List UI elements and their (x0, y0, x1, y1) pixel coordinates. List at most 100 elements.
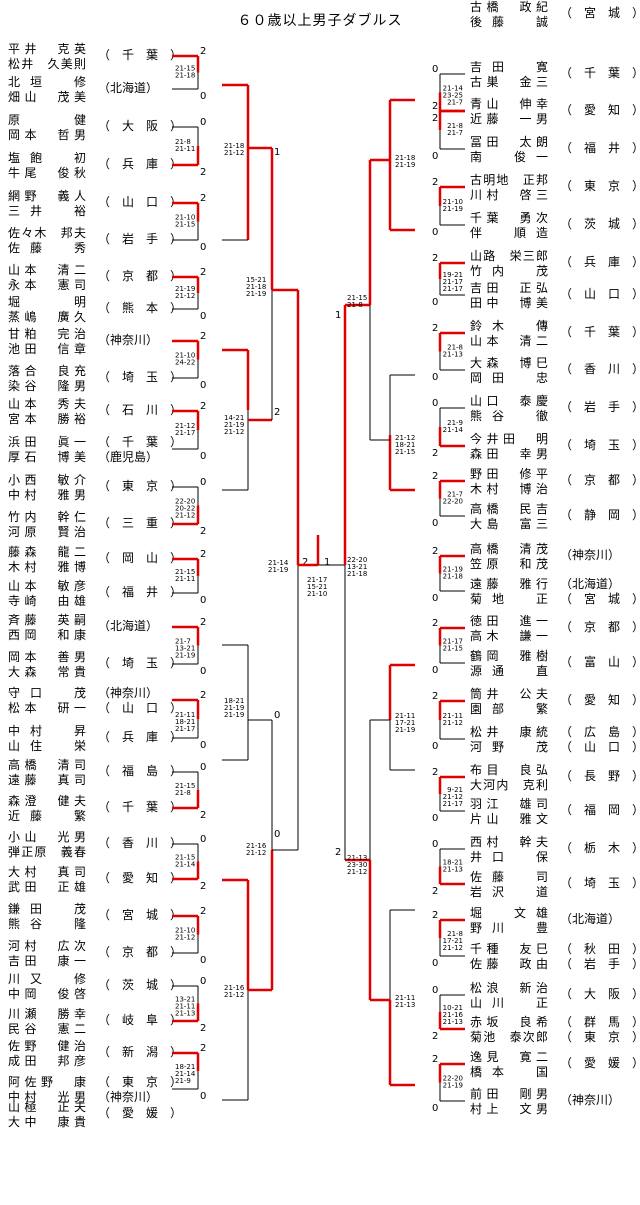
left-pair-entry: 佐々木 邦夫佐藤 秀（ 岩 手 ） (8, 226, 182, 256)
player-name: 南 俊一 (470, 150, 548, 164)
player-name: 網野 義人 (8, 189, 86, 203)
prefecture-label: （ 福 島 ） (98, 764, 183, 778)
player-name: 熊谷 徹 (470, 409, 548, 423)
player-name: 染谷 隆男 (8, 379, 86, 393)
score-label: 14-21 (224, 414, 244, 422)
score-label: 21-10 (307, 590, 327, 598)
left-pair-entry: 大村 真司武田 正雄（ 愛 知 ） (8, 865, 182, 895)
score-label: 21-18 (246, 283, 266, 291)
prefecture-label: （ 兵 庫 ） (98, 157, 183, 171)
prefecture-label: （ 茨 城 ） (98, 978, 183, 992)
right-pair-entry: 佐藤 司岩沢 道（ 埼 玉 ） (470, 870, 640, 900)
left-pair-entry: 河村 広次吉田 康一（ 京 都 ） (8, 939, 182, 969)
score-label: 21-19 (175, 652, 195, 660)
game-count: 0 (200, 740, 206, 751)
game-count: 2 (200, 331, 206, 342)
prefecture-label: （ 秋 田 ） (560, 942, 640, 956)
prefecture-label: （ 埼 玉 ） (560, 438, 640, 452)
player-name: 平井 克英 (8, 42, 86, 56)
game-count: 0 (432, 398, 438, 409)
player-name: 鎌田 茂 (8, 902, 86, 916)
score-label: 21-18 (443, 573, 463, 581)
score-label: 21-7 (447, 491, 463, 499)
score-label: 21-8 (175, 138, 191, 146)
player-name: 川村 啓三 (470, 188, 548, 202)
player-name: 岩沢 道 (470, 885, 548, 899)
prefecture-label: （ 岩 手 ） (98, 232, 183, 246)
score-label: 22-20 (175, 498, 195, 506)
player-name: 野田 修平 (470, 467, 548, 481)
score-label: 13-21 (175, 645, 195, 653)
game-count: 2 (200, 549, 206, 560)
score-label: 21-17 (443, 800, 463, 808)
player-name: 徳田 進一 (470, 614, 548, 628)
game-count: 2 (432, 886, 438, 897)
game-count: 0 (200, 1091, 206, 1102)
score-label: 18-21 (224, 697, 244, 705)
player-name: 大中 康貴 (8, 1115, 86, 1129)
score-label: 21-12 (224, 149, 244, 157)
player-name: 守口 茂 (8, 686, 86, 700)
prefecture-label: （ 富 山 ） (560, 655, 640, 669)
score-label: 21-10 (175, 352, 195, 360)
right-pair-entry: 吉田 正弘田中 博美（ 山 口 ） (470, 281, 640, 311)
game-count: 0 (200, 311, 206, 322)
game-count: 2 (200, 617, 206, 628)
score-label: 21-14 (268, 559, 289, 567)
prefecture-label: （ 千 葉 ） (560, 66, 640, 80)
player-name: 阿佐野 康 (8, 1075, 86, 1089)
prefecture-label: （ 岐 阜 ） (98, 1013, 183, 1027)
game-count: 2 (432, 1054, 438, 1065)
player-name: 竹内 茂 (470, 264, 548, 278)
game-count: 2 (432, 910, 438, 921)
player-name: 河原 賢治 (8, 525, 86, 539)
game-count: 0 (432, 1103, 438, 1114)
player-name: 伴 順造 (470, 226, 548, 240)
score-label: 23-25 (443, 92, 463, 100)
score-label: 21-15 (175, 854, 195, 862)
prefecture-label: （ 長 野 ） (560, 769, 640, 783)
player-name: 佐藤 秀 (8, 241, 86, 255)
score-label: 21-8 (347, 301, 363, 309)
right-pair-entry: 遠藤 雅行菊地 正（北海道）（ 宮 城 ） (470, 577, 640, 607)
game-count: 0 (200, 955, 206, 966)
game-count: 2 (335, 847, 341, 858)
prefecture-label: （ 大 阪 ） (560, 987, 640, 1001)
score-label: 18-21 (443, 859, 463, 867)
score-label: 21-15 (175, 782, 195, 790)
player-name: 逸見 寛二 (470, 1050, 548, 1064)
player-name: 成田 邦彦 (8, 1054, 86, 1068)
player-name: 民谷 憲二 (8, 1022, 86, 1036)
game-count: 0 (200, 762, 206, 773)
left-pair-entry: 高橋 清司遠藤 真司（ 福 島 ） (8, 758, 182, 788)
prefecture-label: （ 大 阪 ） (98, 119, 183, 133)
score-label: 19-21 (443, 271, 463, 279)
player-name: 高橋 民吉 (470, 502, 548, 516)
player-name: 前田 剛男 (470, 1087, 548, 1101)
prefecture-label: （ 石 川 ） (98, 403, 183, 417)
player-name: 浜田 眞一 (8, 435, 86, 449)
game-count: 0 (432, 958, 438, 969)
player-name: 菊地 正 (470, 592, 548, 606)
score-label: 21-14 (175, 861, 196, 869)
score-label: 21-19 (443, 1082, 463, 1090)
game-count: 0 (200, 477, 206, 488)
prefecture-label: （北海道） (98, 619, 159, 633)
player-name: 弾正原 義春 (8, 845, 86, 859)
prefecture-label: （ 宮 城 ） (98, 908, 183, 922)
prefecture-label: （ 宮 城 ） (560, 6, 640, 20)
prefecture-label: （ 愛 媛 ） (98, 1106, 183, 1120)
score-label: 21-19 (395, 726, 415, 734)
player-name: 橋本 国 (470, 1065, 548, 1079)
page-title: ６０歳以上男子ダブルス (237, 13, 403, 29)
game-count: 2 (200, 193, 206, 204)
player-name: 筒井 公夫 (470, 687, 548, 701)
player-name: 蒸嶋 廣久 (8, 310, 86, 324)
prefecture-label: （ 広 島 ） (560, 725, 640, 739)
right-pair-entry: 千種 友巳佐藤 政由（ 秋 田 ）（ 岩 手 ） (470, 942, 640, 972)
score-label: 21-13 (347, 854, 367, 862)
left-pair-entry: 藤森 龍二木村 雅博（ 岡 山 ） (8, 545, 182, 575)
prefecture-label: （ 山 口 ） (560, 287, 640, 301)
right-pair-entry: 逸見 寛二橋本 国（ 愛 媛 ） (470, 1050, 640, 1080)
right-pair-entry: 千葉 勇次伴 順造（ 茨 城 ） (470, 211, 640, 241)
